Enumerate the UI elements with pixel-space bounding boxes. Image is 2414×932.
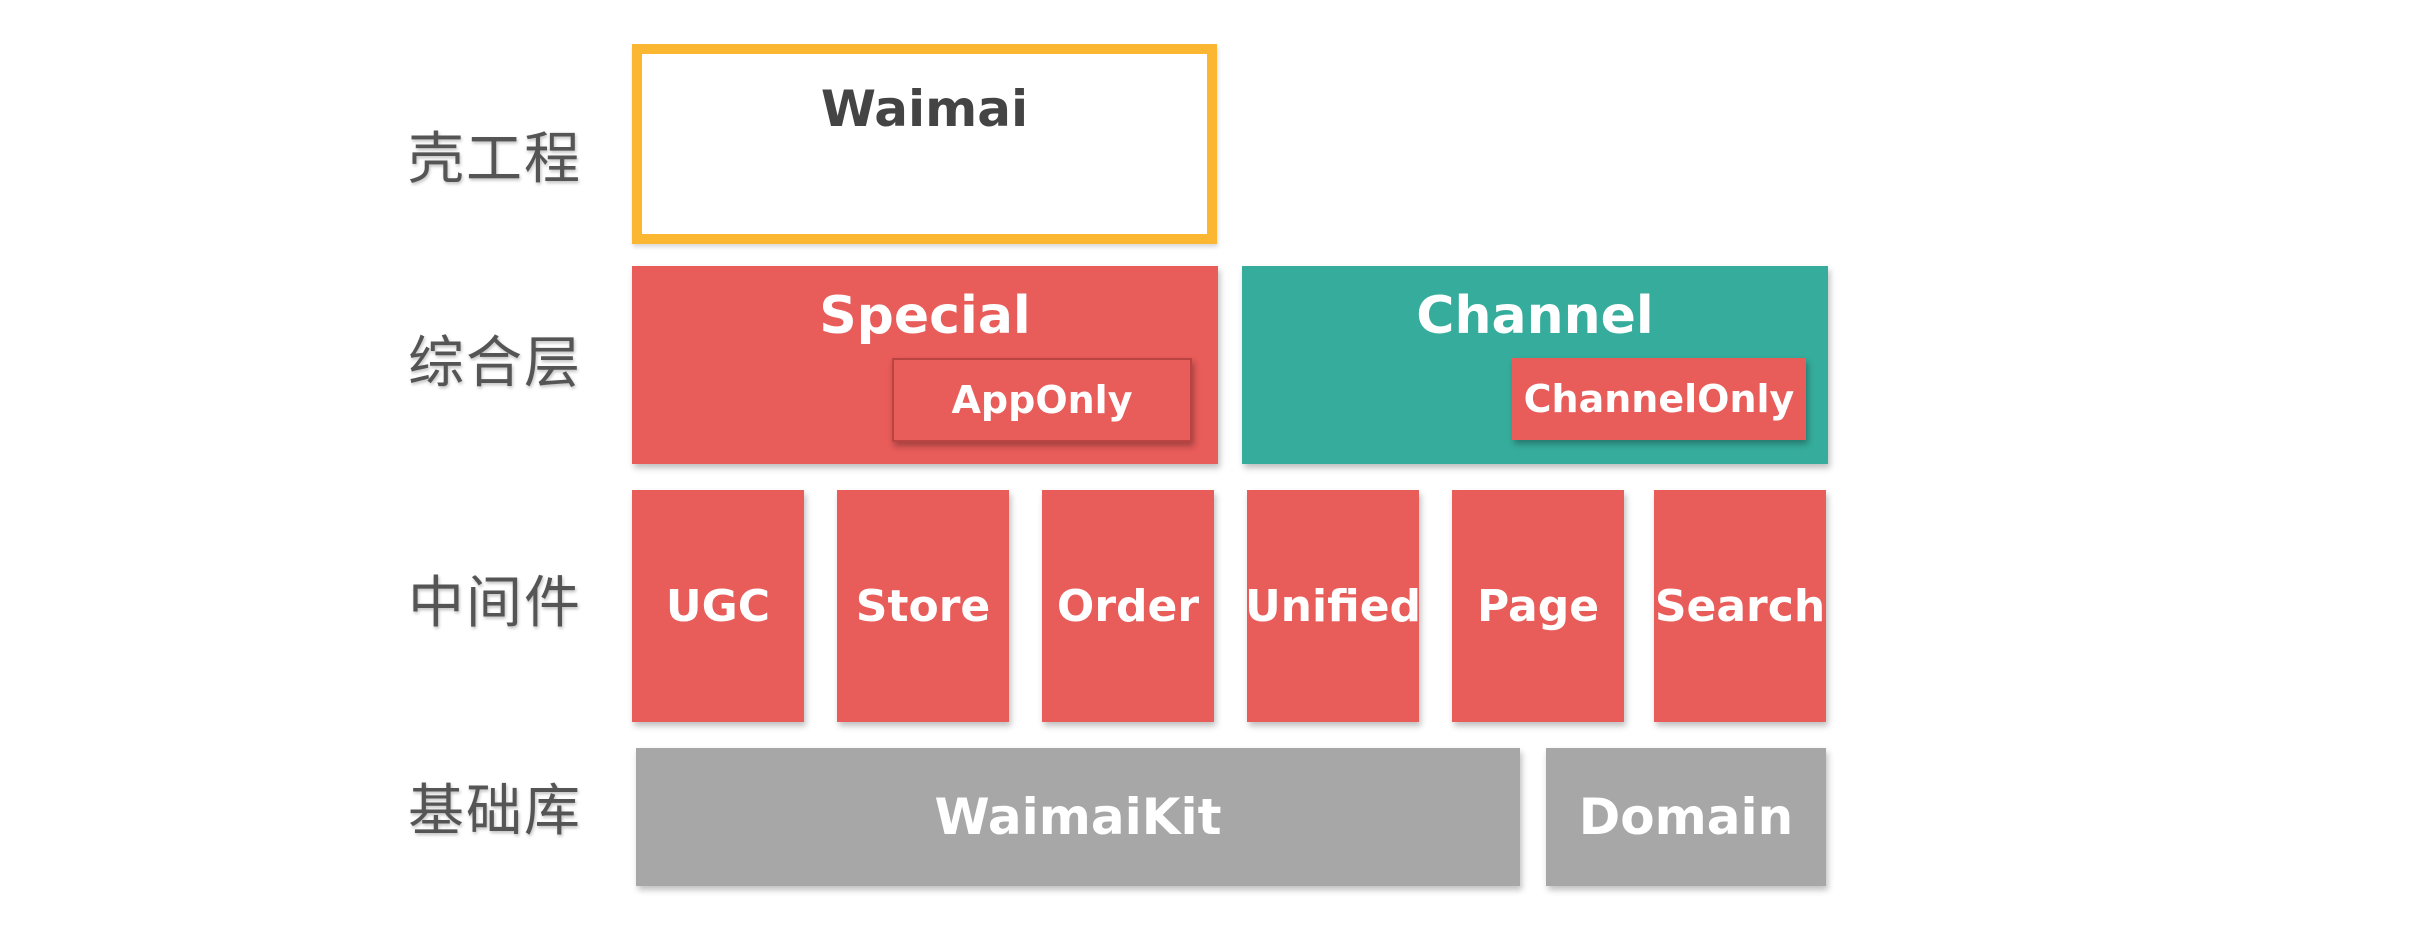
middleware-search: Search bbox=[1654, 490, 1826, 722]
special-box: Special AppOnly bbox=[632, 266, 1218, 464]
middleware-unified: Unified bbox=[1245, 490, 1421, 722]
waimai-shell-title: Waimai bbox=[820, 80, 1029, 138]
base-waimaikit: WaimaiKit bbox=[636, 748, 1520, 886]
layer-label-shell: 壳工程 bbox=[408, 127, 582, 192]
waimai-shell-box: Waimai bbox=[632, 44, 1217, 244]
channel-box: Channel ChannelOnly bbox=[1242, 266, 1828, 464]
base-domain: Domain bbox=[1546, 748, 1826, 886]
middleware-ugc: UGC bbox=[632, 490, 804, 722]
special-title: Special bbox=[819, 286, 1031, 346]
middleware-page: Page bbox=[1452, 490, 1624, 722]
layer-label-integration: 综合层 bbox=[408, 331, 582, 396]
middleware-order: Order bbox=[1042, 490, 1214, 722]
layer-label-base: 基础库 bbox=[408, 779, 582, 844]
channelonly-box: ChannelOnly bbox=[1512, 358, 1806, 440]
layer-label-middleware: 中间件 bbox=[408, 571, 582, 636]
middleware-store: Store bbox=[837, 490, 1009, 722]
channel-title: Channel bbox=[1416, 286, 1654, 346]
apponly-box: AppOnly bbox=[892, 358, 1192, 442]
